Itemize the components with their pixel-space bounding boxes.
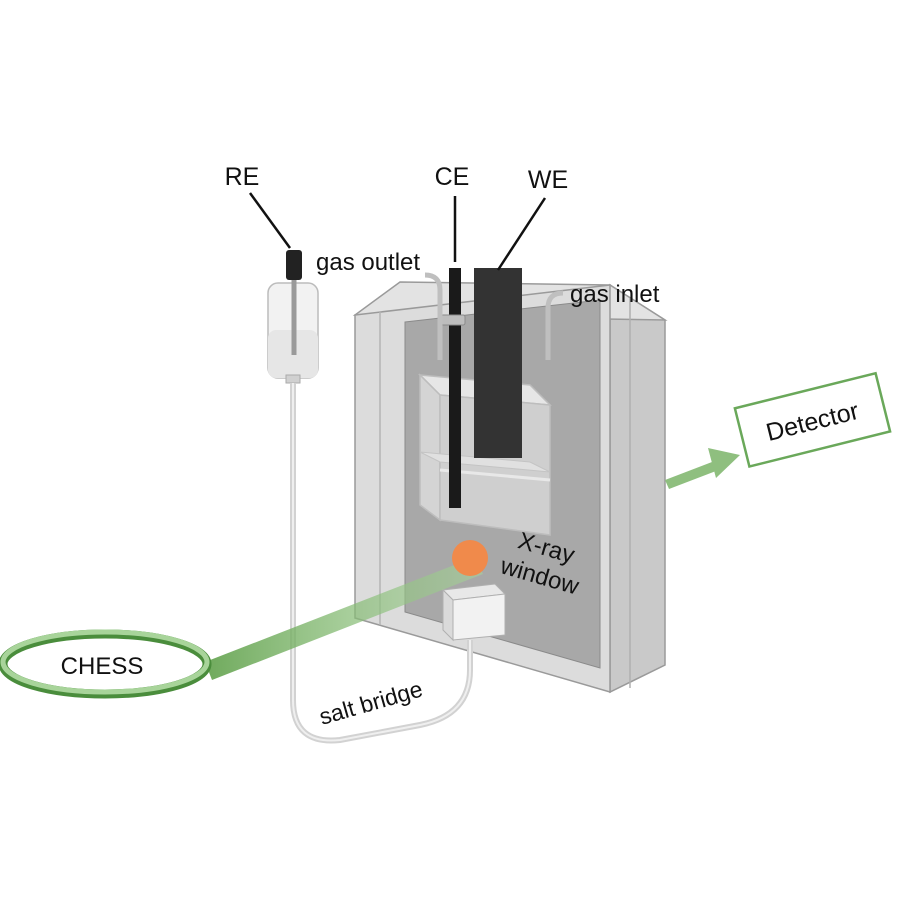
gas-outlet-label: gas outlet	[316, 249, 420, 276]
salt-bridge-label: salt bridge	[316, 676, 425, 730]
gas-inlet-tube	[545, 290, 564, 360]
re-label: RE	[225, 163, 260, 191]
detector-box: Detector	[733, 371, 892, 469]
gas-inlet-label: gas inlet	[570, 281, 660, 308]
reference-electrode	[286, 250, 302, 280]
working-electrode	[474, 268, 522, 458]
xray-window-spot	[452, 540, 488, 576]
ce-label: CE	[435, 163, 470, 191]
chess-ring	[0, 629, 212, 699]
we-leader-line	[496, 197, 547, 271]
reference-electrode-vial	[267, 250, 319, 384]
xray-outgoing-beam	[665, 462, 716, 489]
gas-outlet-tube	[424, 272, 443, 360]
counter-electrode	[449, 268, 461, 508]
xray-incident-beam	[205, 557, 483, 680]
counter-electrode-holder	[440, 314, 466, 326]
we-label: WE	[528, 166, 568, 194]
xray-outgoing-arrowhead	[708, 448, 740, 478]
re-leader-line	[248, 192, 292, 249]
chess-label: CHESS	[61, 653, 144, 680]
salt-bridge-connector	[441, 583, 507, 642]
